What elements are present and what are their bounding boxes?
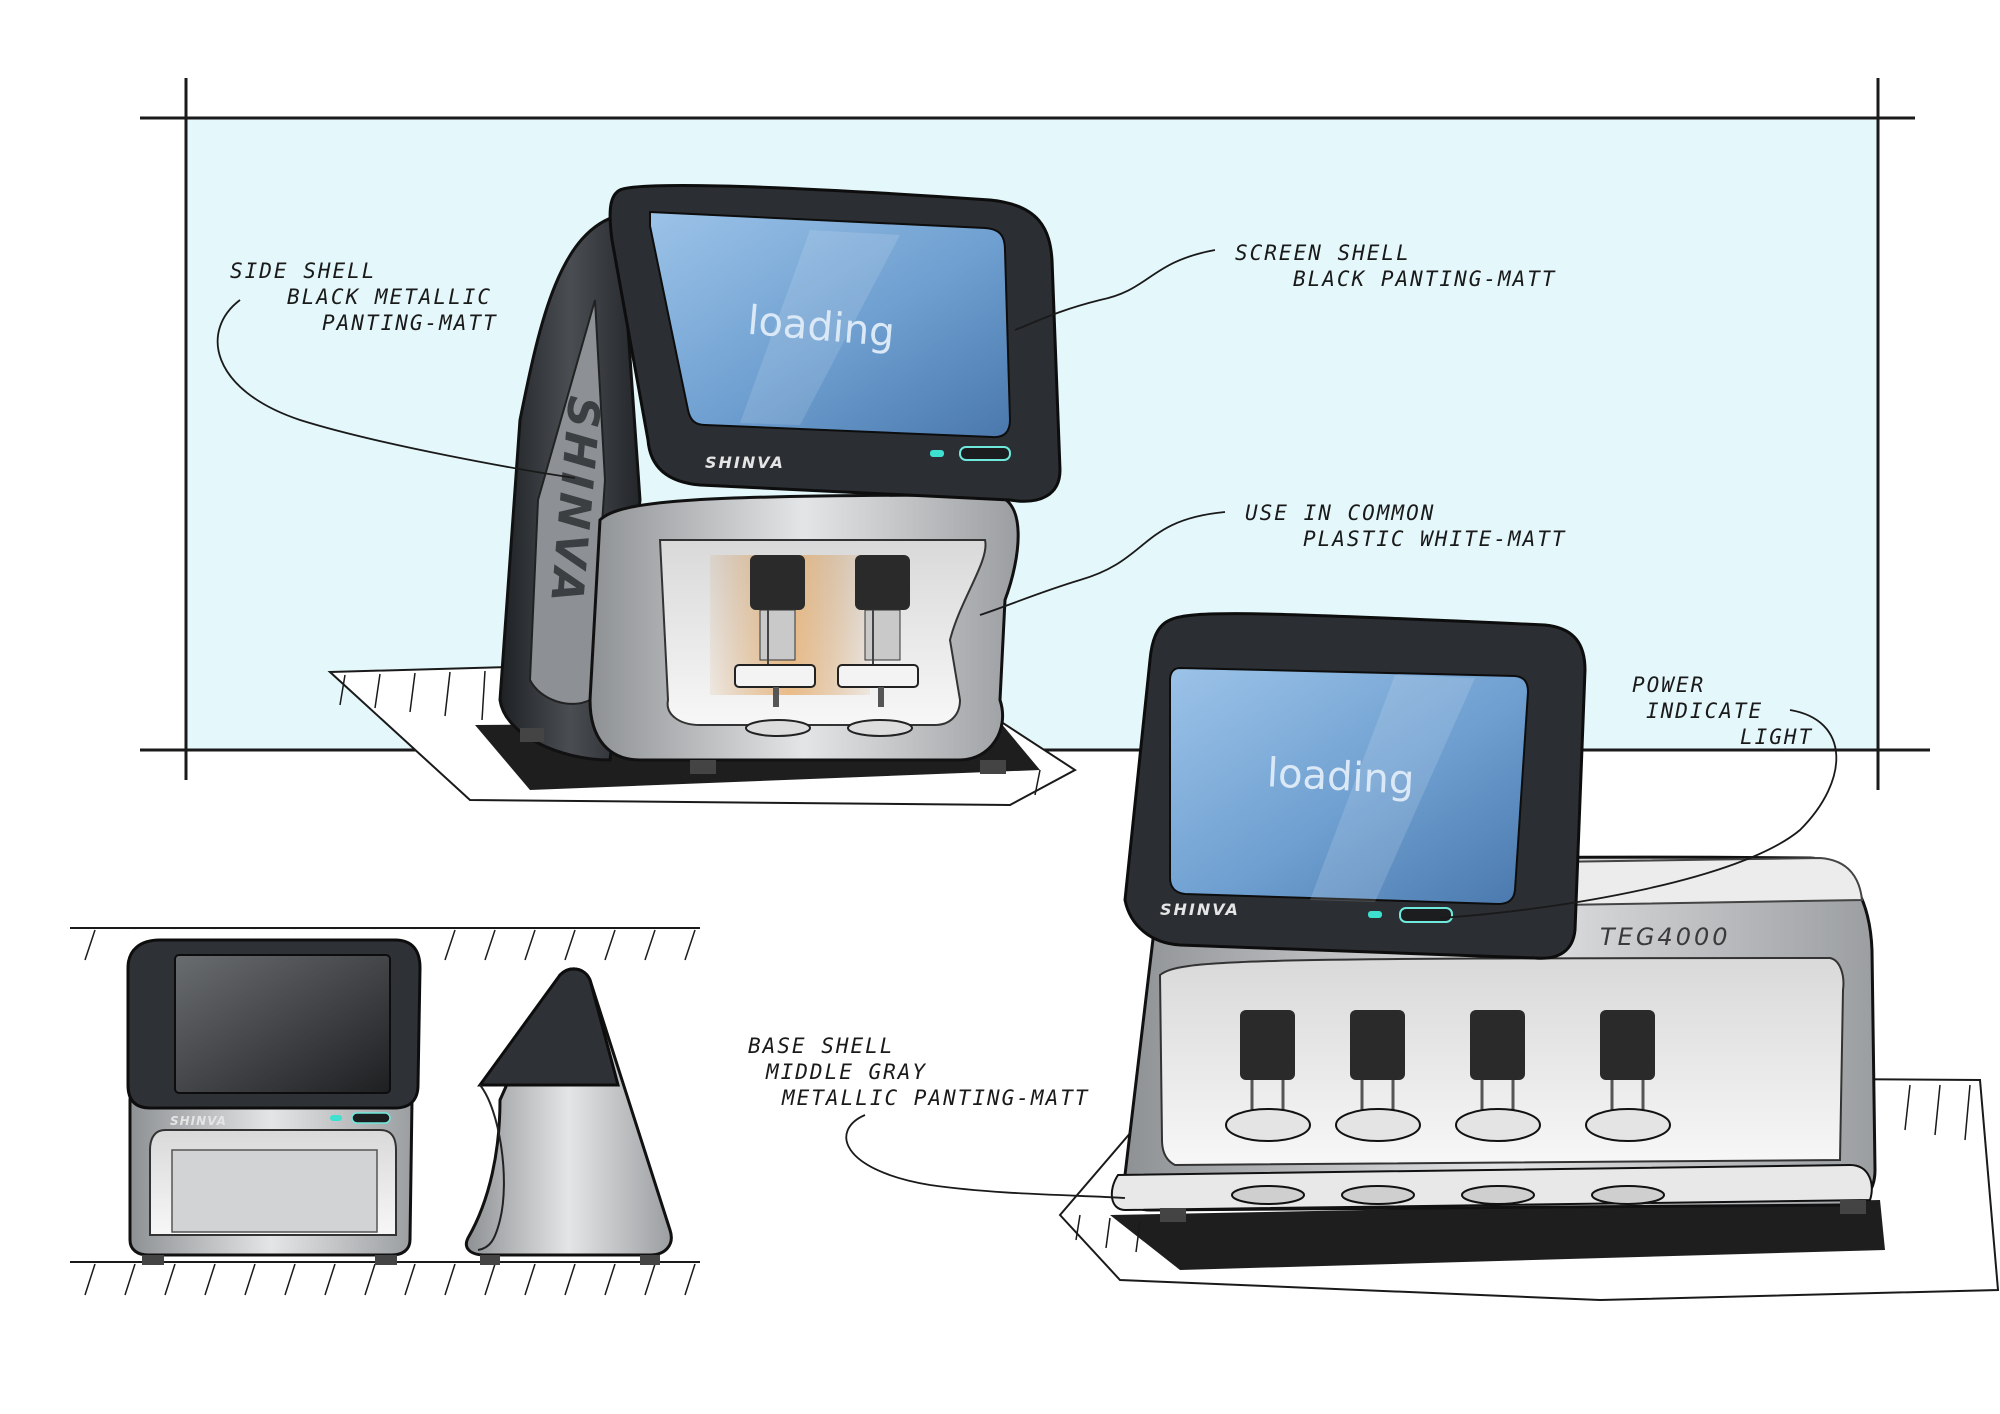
right-power-button [1399,907,1453,923]
top-screen-glare [740,230,900,425]
annotation-power-light: POWER INDICATE LIGHT [1632,672,1813,750]
annotation-line: USE IN COMMON [1245,501,1436,525]
leader-side-shell [216,299,576,479]
right-plunger-3 [1455,1010,1541,1205]
front-screen [174,954,391,1094]
annotation-line: SIDE SHELL [230,259,377,283]
right-plunger-1 [1225,1010,1311,1205]
front-foot [142,1255,164,1265]
annotation-side-shell: SIDE SHELL BLACK METALLIC PANTING-MATT [230,258,498,336]
leader-screen-shell [1014,249,1216,331]
annotation-line: BLACK METALLIC [287,285,493,309]
right-plunger-2 [1335,1010,1421,1205]
front-power-button [351,1112,391,1124]
right-foot [1160,1208,1186,1222]
leader-base-shell [845,1114,1126,1199]
side-foot [480,1255,500,1265]
top-plunger-1 [734,555,816,737]
side-foot [640,1255,660,1265]
front-foot [375,1255,397,1265]
side-view-screen-shell [477,967,620,1087]
right-foot [1840,1200,1866,1214]
annotation-line: SCREEN SHELL [1235,241,1411,265]
front-brand-text: SHINVA [170,1114,227,1128]
annotation-line: PANTING-MATT [322,311,498,335]
top-brand-text: SHINVA [705,453,785,472]
right-screen-loading-text: loading [1266,750,1416,804]
leader-power-light [1439,709,1838,919]
leader-use-in-common [979,511,1226,616]
annotation-line: MIDDLE GRAY [766,1060,928,1084]
right-floor-shadow [1110,1200,1885,1270]
top-foot [980,760,1006,774]
side-view-cavity-edge [477,1084,505,1251]
annotation-line: BLACK PANTING-MATT [1293,267,1557,291]
top-power-button [959,446,1011,461]
annotation-line: PLASTIC WHITE-MATT [1303,527,1567,551]
top-plunger-2 [837,555,919,737]
top-indicator-light [930,450,944,457]
annotation-screen-shell: SCREEN SHELL BLACK PANTING-MATT [1235,240,1557,292]
annotation-line: POWER [1632,673,1706,697]
right-screen-glare [1310,675,1475,902]
right-machine [1058,612,2000,1302]
top-foot [690,760,716,774]
annotation-line: METALLIC PANTING-MATT [782,1086,1090,1110]
right-indicator-light [1368,911,1382,918]
top-screen [649,210,1012,439]
top-machine [327,184,1077,807]
annotation-base-shell: BASE SHELL MIDDLE GRAY METALLIC PANTING-… [748,1033,1090,1111]
annotation-line: LIGHT [1740,725,1814,749]
right-brand-text: SHINVA [1160,900,1240,919]
right-screen [1169,666,1530,906]
annotation-line: BASE SHELL [748,1034,895,1058]
front-indicator-light [330,1115,342,1121]
right-model-text: TEG4000 [1600,923,1731,951]
annotation-line: INDICATE [1646,699,1764,723]
front-cavity-window [171,1149,378,1233]
top-foot [520,728,544,742]
annotation-use-in-common: USE IN COMMON PLASTIC WHITE-MATT [1245,500,1567,552]
right-plunger-4 [1585,1010,1671,1205]
